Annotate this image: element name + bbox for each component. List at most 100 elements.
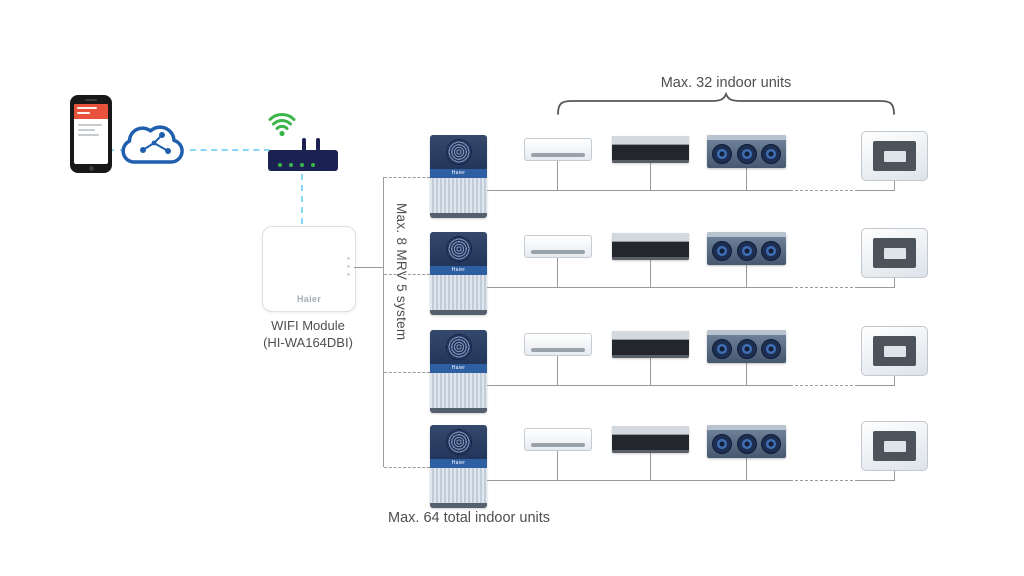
outdoor-unit-base — [430, 310, 487, 315]
wifi-module-label: WIFI Module (HI-WA164DBI) — [240, 318, 376, 352]
module-indicator-dot — [347, 257, 350, 260]
outdoor-unit-base — [430, 213, 487, 218]
cassette-center-panel — [883, 345, 906, 357]
max-systems-label: Max. 8 MRV 5 system — [394, 203, 409, 341]
indoor-unit-drop-line — [557, 161, 558, 190]
mrv-system-row: Haier — [0, 131, 1024, 227]
outdoor-unit-brand-badge: Haier — [430, 266, 487, 275]
ceiling-suspended-unit-icon — [524, 428, 592, 451]
fan-icon — [736, 434, 757, 454]
refrigerant-line-continuation — [790, 287, 858, 288]
outdoor-unit-body — [430, 468, 487, 503]
fan-icon — [445, 429, 472, 455]
unit-top-panel — [707, 135, 786, 140]
indoor-unit-drop-line — [650, 163, 651, 190]
high-static-duct-unit-icon — [707, 232, 786, 265]
cassette-grille — [873, 141, 916, 171]
indoor-unit-drop-line — [894, 471, 895, 480]
refrigerant-line — [487, 190, 790, 191]
refrigerant-line-end — [858, 190, 895, 191]
indoor-unit-drop-line — [650, 453, 651, 480]
unit-base — [612, 257, 689, 260]
cassette-center-panel — [883, 440, 906, 452]
cassette-unit-icon — [861, 326, 928, 376]
bus-branch-line — [384, 177, 430, 178]
refrigerant-line-continuation — [790, 190, 858, 191]
unit-top-panel — [612, 331, 689, 340]
unit-top-panel — [707, 330, 786, 335]
system-bus-line — [383, 177, 384, 467]
phone-home-button — [88, 166, 94, 171]
outdoor-unit-body — [430, 275, 487, 310]
max-total-indoor-units-label: Max. 64 total indoor units — [388, 510, 551, 526]
fan-icon — [445, 139, 472, 165]
module-indicator-dot — [347, 273, 350, 276]
app-text-line — [78, 124, 102, 126]
cassette-unit-icon — [861, 421, 928, 471]
indoor-unit-drop-line — [894, 376, 895, 385]
mrv-system-row: Haier — [0, 421, 1024, 517]
module-brand-logo: Haier — [296, 294, 321, 304]
unit-base — [612, 160, 689, 163]
duct-unit-icon — [612, 426, 689, 453]
router-body — [268, 150, 338, 171]
outdoor-unit: Haier — [430, 232, 487, 315]
ceiling-suspended-unit-icon — [524, 138, 592, 161]
unit-top-panel — [707, 425, 786, 430]
outdoor-unit-fan-section — [430, 135, 487, 169]
mrv-system-row: Haier — [0, 326, 1024, 422]
refrigerant-line — [487, 287, 790, 288]
unit-base — [612, 450, 689, 453]
phone-screen — [74, 104, 108, 164]
unit-vent — [531, 443, 585, 447]
outdoor-unit-base — [430, 408, 487, 413]
refrigerant-line-end — [858, 480, 895, 481]
outdoor-unit-body — [430, 178, 487, 213]
cassette-center-panel — [883, 247, 906, 259]
wifi-router — [268, 112, 340, 174]
smartphone-icon — [70, 95, 112, 173]
router-led — [278, 163, 282, 167]
refrigerant-line-end — [858, 385, 895, 386]
unit-top-panel — [707, 232, 786, 237]
fan-icon — [736, 144, 757, 164]
unit-vent — [531, 348, 585, 352]
outdoor-unit-brand-badge: Haier — [430, 364, 487, 373]
router-antenna — [316, 138, 320, 151]
wifi-module-label-line2: (HI-WA164DBI) — [263, 334, 353, 350]
app-header — [74, 104, 108, 119]
router-led — [300, 163, 304, 167]
app-text-line — [78, 129, 95, 131]
phone-to-cloud-dashed-link — [108, 149, 126, 151]
indoor-unit-drop-line — [557, 258, 558, 287]
ceiling-suspended-unit-icon — [524, 235, 592, 258]
max-indoor-units-label: Max. 32 indoor units — [660, 75, 792, 91]
fan-icon — [445, 236, 472, 262]
duct-unit-icon — [612, 233, 689, 260]
indoor-unit-drop-line — [650, 358, 651, 385]
cassette-unit-icon — [861, 228, 928, 278]
router-to-module-dashed-link — [301, 174, 303, 224]
outdoor-unit-fan-section — [430, 425, 487, 459]
phone-speaker — [85, 99, 97, 101]
brace-icon — [557, 92, 895, 115]
fan-icon — [736, 339, 757, 359]
indoor-unit-drop-line — [650, 260, 651, 287]
indoor-unit-drop-line — [557, 451, 558, 480]
cloud-to-router-dashed-link — [190, 149, 270, 151]
unit-vent — [531, 153, 585, 157]
fan-icon — [445, 334, 472, 360]
router-led — [311, 163, 315, 167]
unit-top-panel — [612, 136, 689, 145]
cassette-grille — [873, 238, 916, 268]
bus-branch-line — [384, 372, 430, 373]
fan-icon — [711, 144, 732, 164]
fan-icon — [711, 241, 732, 261]
cassette-center-panel — [883, 150, 906, 162]
fan-icon — [711, 434, 732, 454]
fan-icon — [761, 241, 782, 261]
fan-icon — [736, 241, 757, 261]
indoor-unit-drop-line — [557, 356, 558, 385]
high-static-duct-unit-icon — [707, 330, 786, 363]
high-static-duct-unit-icon — [707, 135, 786, 168]
